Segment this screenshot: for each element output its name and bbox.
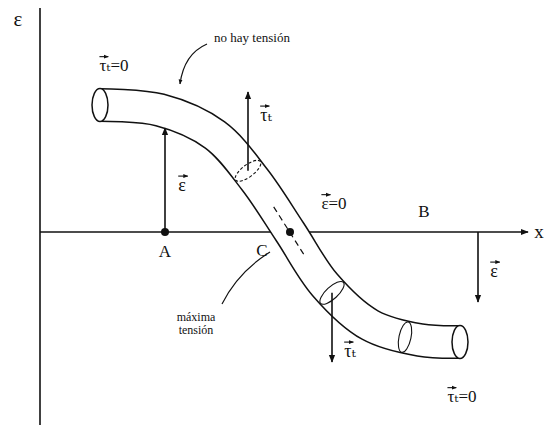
tube-outline — [100, 105, 460, 342]
leader-line — [180, 44, 207, 84]
leader-line — [222, 252, 270, 304]
tube-end — [452, 326, 468, 359]
displacement-label: ε — [178, 176, 186, 196]
point-dot — [286, 228, 294, 236]
tube-end — [92, 89, 108, 122]
point-label: B — [418, 203, 429, 222]
displacement-label: ε — [490, 262, 498, 282]
tension-label: τₜ=0 — [99, 57, 128, 76]
centre-line — [274, 207, 306, 258]
tension-label: τₜ=0 — [447, 388, 476, 407]
axis-label: x — [534, 222, 544, 243]
epsilon-axis — [39, 8, 41, 425]
point-label: A — [159, 243, 171, 262]
displacement-arrow — [477, 232, 479, 302]
cross-section — [396, 321, 414, 354]
tension-arrow — [247, 92, 249, 171]
displacement-arrow — [164, 128, 166, 232]
tension-label: τₜ — [260, 106, 272, 126]
string-tube — [92, 89, 468, 359]
note-text: máxima tensión — [166, 311, 226, 337]
note-text: no hay tensión — [214, 31, 290, 45]
axis-label: ε — [14, 8, 23, 31]
displacement-label: ε=0 — [321, 195, 346, 214]
tube-fill — [100, 105, 460, 342]
tension-arrow — [331, 293, 333, 362]
tension-label: τₜ — [344, 342, 356, 362]
point-label: C — [256, 242, 267, 261]
